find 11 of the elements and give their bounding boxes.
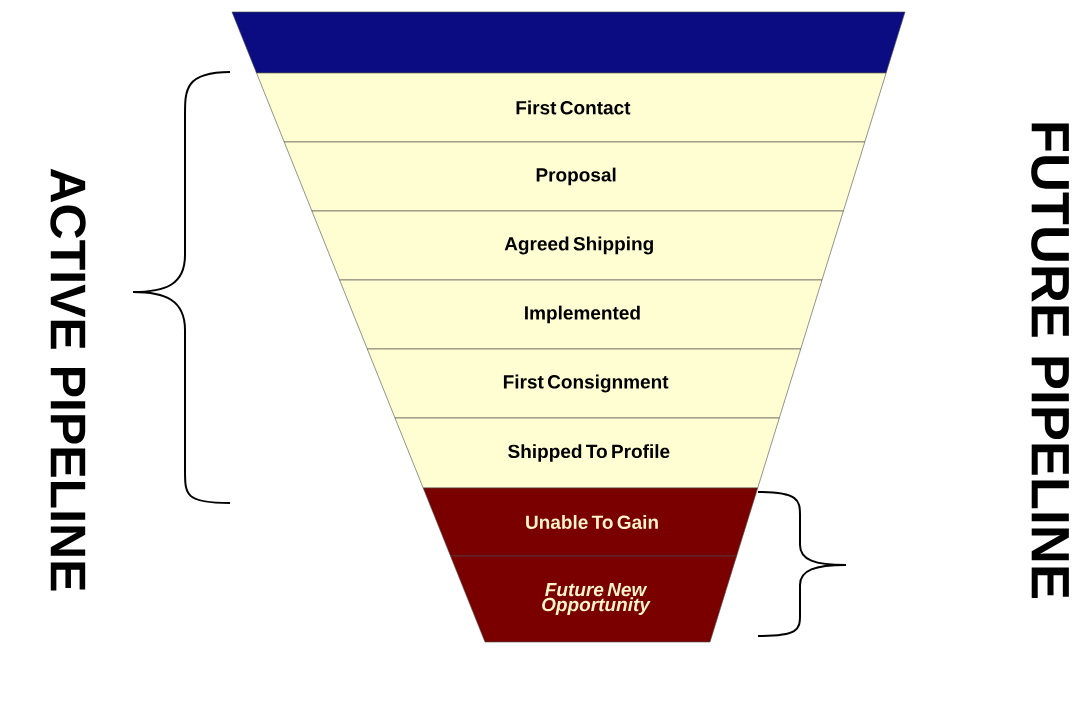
funnel-band: Shipped To Profile (394, 417, 780, 489)
funnel-band: Implemented (339, 279, 823, 350)
funnel-band: Unable To Gain (422, 487, 758, 557)
vertical-title: ACTIVE PIPELINE (50, 168, 86, 591)
funnel-top-bar (231, 11, 906, 74)
funnel-band: Agreed Shipping (311, 210, 844, 281)
funnel-band: First Consignment (367, 348, 801, 419)
vertical-title: FUTURE PIPELINE (1031, 123, 1069, 598)
funnel-band: Proposal (283, 141, 866, 212)
funnel-band: First Contact (256, 72, 887, 143)
funnel-band: Future New Opportunity (450, 555, 737, 643)
